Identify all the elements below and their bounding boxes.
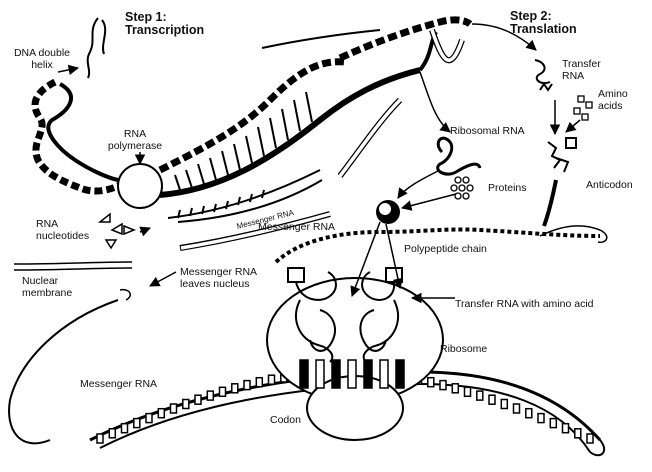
amino-acids-glyph — [573, 95, 593, 121]
codon-tooth — [243, 379, 251, 391]
codon-tooth — [512, 403, 521, 414]
codon-tooth — [255, 376, 264, 388]
label-anticodon: Anticodon — [586, 179, 633, 191]
codon-tooth — [427, 376, 435, 388]
codon-tooth — [476, 390, 484, 401]
arrows — [57, 23, 581, 304]
codon-tooth — [120, 422, 129, 434]
codon-tooth — [169, 403, 178, 414]
label-polypeptide-chain: Polypeptide chain — [404, 243, 487, 255]
codon-tooth — [574, 428, 582, 439]
codon-tooth — [231, 383, 239, 394]
rna-nucleotides — [97, 212, 137, 250]
codon-tooth — [586, 433, 594, 444]
codon-tooth — [463, 386, 472, 398]
label-codon: Codon — [270, 414, 301, 426]
codon-tooth — [525, 407, 533, 419]
proteins-glyph — [450, 176, 474, 200]
codon-tooth — [133, 417, 141, 429]
rna-polymerase-ball — [117, 163, 163, 209]
codon-tooth — [500, 398, 509, 410]
label-rna-nucleotides: RNA nucleotides — [36, 218, 90, 242]
codon-tooth — [488, 394, 496, 405]
codon-tooth — [439, 379, 447, 391]
codon-tooth — [157, 407, 166, 419]
label-proteins: Proteins — [488, 182, 527, 194]
step1-title: Step 1: — [125, 10, 167, 24]
codon-tooth — [194, 394, 202, 405]
label-transfer-rna: Transfer RNA — [562, 58, 601, 82]
label-ribosome: Ribosome — [440, 343, 488, 355]
codon-tooth — [145, 412, 153, 424]
step1-subtitle: Transcription — [125, 23, 205, 37]
trna-on-ribosome — [287, 267, 403, 363]
trna-stem — [542, 179, 558, 227]
polypeptide-chain-line — [274, 227, 601, 264]
codon-tooth — [267, 374, 276, 385]
codon-tooth — [218, 386, 227, 398]
step2-subtitle: Translation — [510, 22, 577, 36]
codon-tooth — [182, 398, 190, 410]
codon-tooth — [561, 422, 570, 434]
label-trna-with-amino-acid: Transfer RNA with amino acid — [455, 298, 594, 310]
codon-tooth — [549, 417, 558, 429]
codon-tooth — [108, 428, 117, 439]
nuclear-membrane — [13, 261, 133, 301]
anticodon-glyph — [547, 137, 577, 173]
label-mrna-leaves-nucleus: Messenger RNA leaves nucleus — [180, 266, 258, 290]
codon-tooth — [537, 412, 545, 424]
codon-tooth — [96, 433, 104, 444]
label-ribosomal-rna: Ribosomal RNA — [450, 125, 525, 137]
codon-tooth — [451, 383, 460, 394]
ribosomal-rna-squiggle — [436, 136, 482, 176]
codon-bars — [299, 359, 405, 389]
label-amino-acids: Amino acids — [598, 88, 628, 112]
dna-double-helix — [31, 16, 473, 198]
label-rna-polymerase: RNA polymerase — [107, 128, 163, 152]
label-messenger-rna-1: Messenger RNA — [258, 221, 336, 233]
trna-glyph — [534, 59, 553, 92]
dna-rungs — [174, 91, 313, 191]
step2-title: Step 2: — [510, 9, 552, 23]
new-mrna-strand — [167, 169, 323, 223]
exported-mrna — [8, 299, 119, 445]
label-dna-helix: DNA double helix — [13, 47, 71, 71]
label-nuclear-membrane: Nuclear membrane — [22, 275, 73, 299]
label-messenger-rna-2: Messenger RNA — [80, 378, 158, 390]
codon-tooth — [206, 390, 215, 401]
